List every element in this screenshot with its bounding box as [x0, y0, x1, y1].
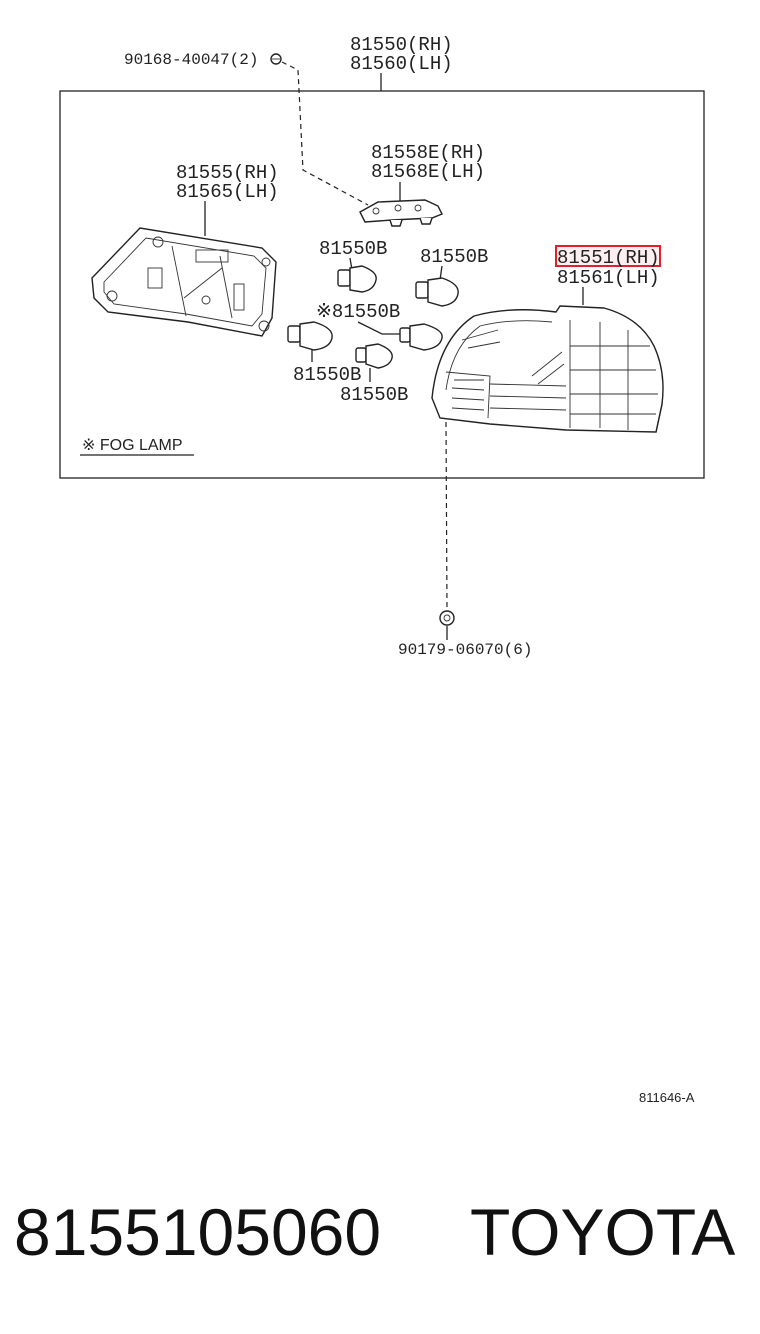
label-bulb-4[interactable]: 81550B [293, 364, 361, 386]
leader-bulb-3 [357, 321, 400, 335]
label-bulb-1[interactable]: 81550B [319, 238, 387, 260]
label-socket-lh[interactable]: 81568E(LH) [371, 161, 485, 183]
label-bulb-2[interactable]: 81550B [420, 246, 488, 268]
leader-screw-dashed [281, 61, 369, 206]
label-gasket-lh[interactable]: 81565(LH) [176, 181, 279, 203]
label-socket-rh[interactable]: 81558E(RH) [371, 142, 485, 164]
bulb-1-icon [337, 265, 377, 293]
leader-nut-dashed [445, 421, 448, 611]
brand-name: TOYOTA [470, 1195, 736, 1269]
gasket-plate [91, 227, 277, 337]
lens-assembly [431, 305, 664, 433]
label-nut-bottom[interactable]: 90179-06070(6) [398, 641, 532, 659]
fog-lamp-note: ※ FOG LAMP [82, 437, 183, 454]
footer-banner: 8155105060 TOYOTA [0, 1192, 760, 1272]
label-gasket-rh[interactable]: 81555(RH) [176, 162, 279, 184]
label-bulb-3[interactable]: ※81550B [316, 301, 400, 323]
lens-rh-highlight [555, 245, 661, 267]
bulb-2-icon [415, 277, 459, 307]
label-lens-rh[interactable]: 81551(RH) [557, 247, 660, 269]
bulb-3-icon [399, 323, 443, 351]
label-lens-lh[interactable]: 81561(LH) [557, 267, 660, 289]
socket-plate [359, 199, 443, 227]
part-number: 8155105060 [14, 1195, 382, 1269]
nut-icon [439, 610, 455, 626]
bulb-5-icon [355, 343, 393, 369]
label-screw-top[interactable]: 90168-40047(2) [124, 51, 258, 69]
bulb-4-icon [287, 321, 333, 351]
diagram-code: 811646-A [639, 1090, 695, 1105]
screw-icon [270, 53, 282, 65]
assembly-frame [59, 90, 705, 479]
label-housing-rh[interactable]: 81550(RH) [350, 34, 453, 56]
label-bulb-5[interactable]: 81550B [340, 384, 408, 406]
label-housing-lh[interactable]: 81560(LH) [350, 53, 453, 75]
